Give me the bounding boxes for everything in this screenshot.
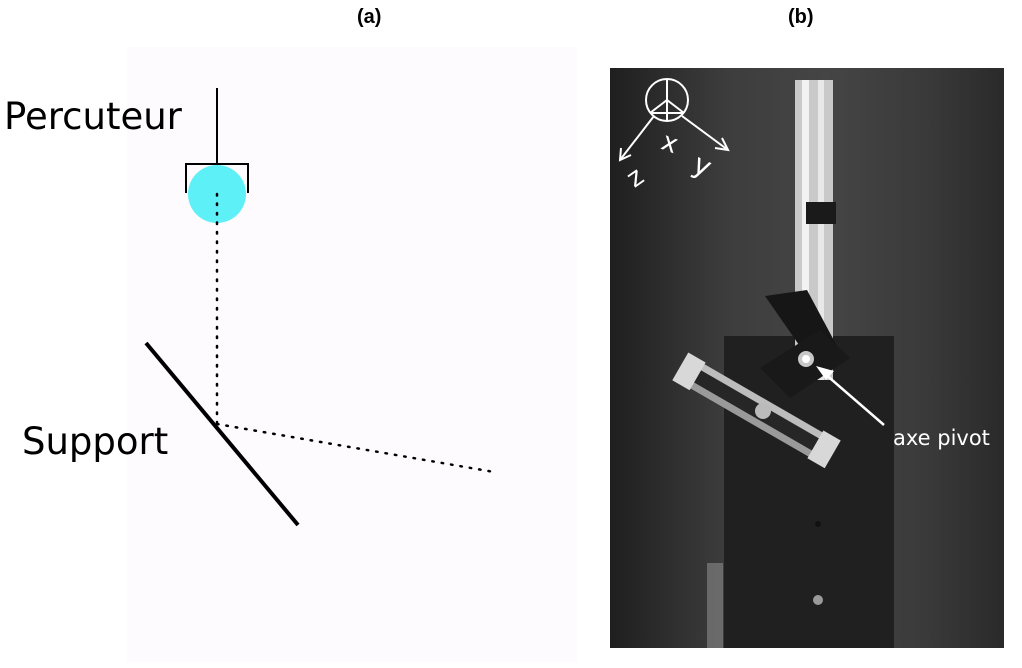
pivot-arrow [823, 372, 885, 426]
axis-x-label: x [657, 127, 682, 160]
panel-b-label: (b) [788, 6, 814, 28]
support-label: Support [22, 420, 169, 463]
pivot-label: axe pivot [893, 426, 990, 450]
panel-a-label: (a) [357, 6, 382, 28]
experiment-photo: x z y axe pivot [610, 68, 1004, 648]
support-plate [144, 341, 300, 527]
reflected-trajectory [215, 422, 496, 474]
photo-drawing: x z y [618, 78, 894, 648]
back-plate [724, 336, 894, 648]
axis-z-label: z [621, 162, 649, 194]
striker-holder [185, 163, 249, 193]
coordinate-axes-icon [618, 78, 730, 162]
schematic-panel [127, 47, 577, 662]
axis-y-label: y [688, 147, 717, 184]
percuteur-label: Percuteur [4, 95, 182, 138]
